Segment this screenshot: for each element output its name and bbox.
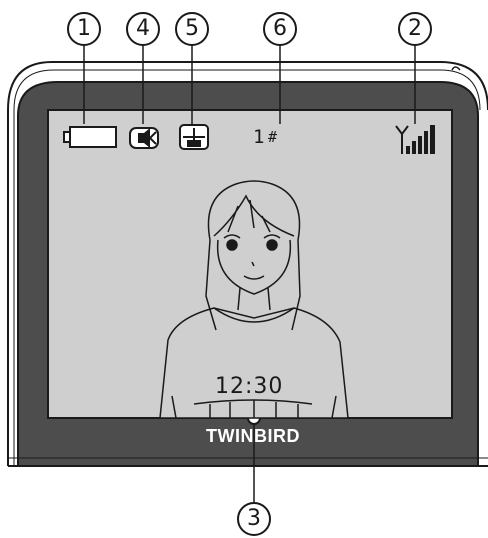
callout-4: 4 [126,12,160,46]
camera-number-suffix: # [268,128,278,146]
callout-1: 1 [67,12,101,46]
callout-6: 6 [263,12,297,46]
brand-logo: TWINBIRD [206,426,300,446]
battery-icon [63,126,117,148]
callout-2: 2 [398,12,432,46]
callout-5: 5 [175,12,209,46]
person-portrait [159,180,349,419]
signal-strength-icon [395,125,435,154]
time-display: 12:30 [215,374,284,399]
recording-icon [179,124,209,150]
callout-3: 3 [237,502,271,536]
speaker-icon [129,127,159,149]
camera-number: 1 [253,126,265,148]
